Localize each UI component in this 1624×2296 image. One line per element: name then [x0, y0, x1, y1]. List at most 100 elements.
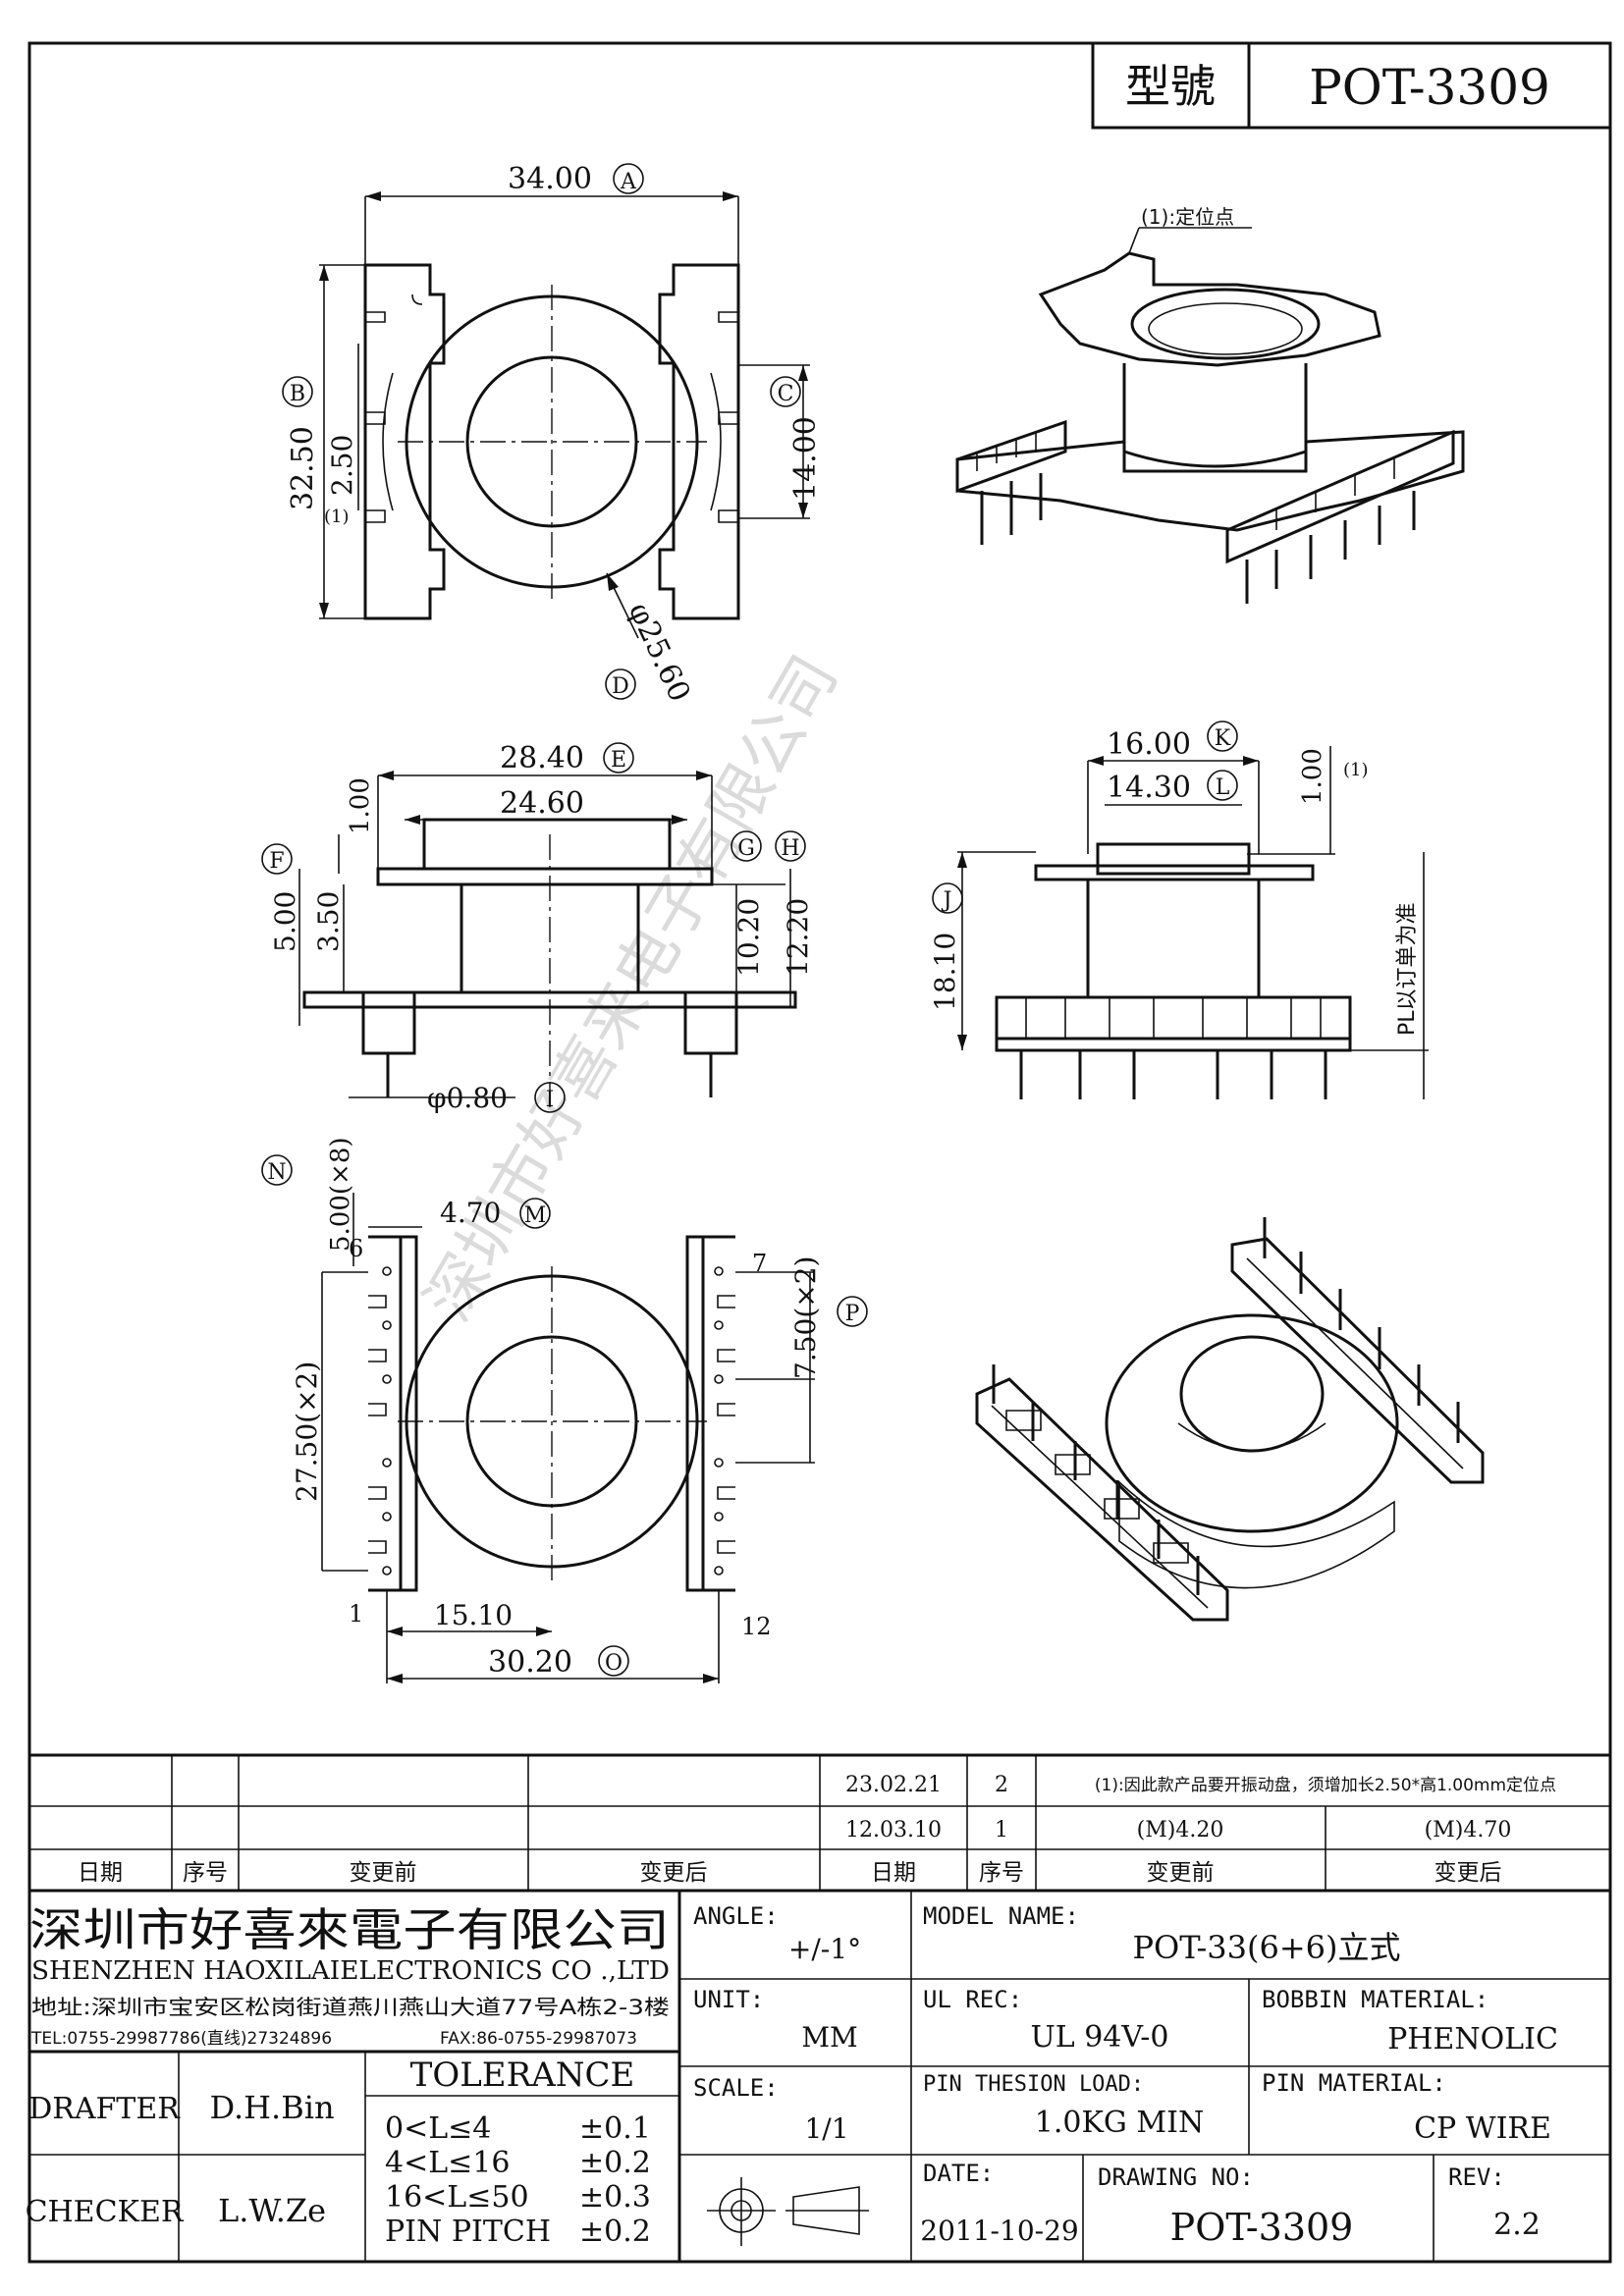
- bobbin-material-value: PHENOLIC: [1387, 2022, 1558, 2056]
- dim-27-50-x2: 27.50(×2): [291, 1362, 323, 1502]
- note-1-front: (1): [1343, 760, 1369, 780]
- callout-L: [1207, 770, 1238, 801]
- pin-load-value: 1.0KG MIN: [1035, 2106, 1204, 2140]
- rev1-no: 1: [995, 1818, 1008, 1842]
- top-view: 34.00 A 32.50 B 2.50 (1): [282, 162, 823, 708]
- rev-header-after-left: 变更后: [640, 1860, 708, 1886]
- date-value: 2011-10-29: [920, 2215, 1078, 2247]
- projection-symbol-icon: [707, 2177, 869, 2246]
- drawing-no-value: POT-3309: [1170, 2206, 1354, 2249]
- rev1-before: (M)4.20: [1137, 1818, 1224, 1842]
- dim-5-00-x8: 5.00(×8): [326, 1137, 355, 1252]
- callout-F-letter: F: [269, 849, 284, 874]
- callout-A-letter: A: [620, 170, 637, 194]
- pin-material-value: CP WIRE: [1414, 2111, 1551, 2146]
- model-name-label: MODEL NAME:: [923, 1902, 1079, 1930]
- callout-A: [613, 163, 644, 194]
- callout-F: [261, 843, 293, 875]
- title-block: 深圳市好喜來電子有限公司 SHENZHEN HAOXILAIELECTRONIC…: [26, 1891, 1610, 2262]
- pin-label-1: 1: [349, 1600, 363, 1628]
- watermark-text: 深圳市好喜来电子有限公司: [412, 644, 852, 1333]
- dim-12-20: 12.20: [782, 898, 814, 977]
- revision-table: 23.02.21 2 (1):因此款产品要开振动盘，须增加长2.50*高1.00…: [29, 1753, 1610, 1893]
- callout-M: [519, 1198, 551, 1229]
- company-fax: FAX:86-0755-29987073: [440, 2029, 637, 2049]
- drafter-label: DRAFTER: [28, 2092, 181, 2126]
- tol-value-2: ±0.2: [579, 2146, 651, 2180]
- drafter-value: D.H.Bin: [209, 2089, 334, 2126]
- ul-rec-label: UL REC:: [923, 1986, 1022, 2013]
- bobbin-material-label: BOBBIN MATERIAL:: [1262, 1986, 1489, 2013]
- scale-value: 1/1: [804, 2112, 848, 2145]
- angle-label: ANGLE:: [693, 1902, 779, 1930]
- dim-32-50: 32.50: [286, 426, 320, 510]
- callout-G: [731, 830, 762, 862]
- dim-1-00-front: 1.00: [1298, 748, 1327, 805]
- scale-label: SCALE:: [693, 2074, 779, 2102]
- callout-E: [603, 742, 634, 774]
- front-view: 16.00 K 14.30 L 1.00 (1) 18.10 J: [929, 721, 1429, 1099]
- company-name-en: SHENZHEN HAOXILAIELECTRONICS CO .,LTD: [31, 1956, 670, 1986]
- callout-K-letter: K: [1215, 726, 1231, 751]
- rev1-date: 12.03.10: [845, 1818, 942, 1842]
- dim-16-00: 16.00: [1107, 727, 1191, 762]
- tolerance-title: TOLERANCE: [410, 2056, 635, 2095]
- callout-C-letter: C: [778, 382, 794, 406]
- dim-phi-25-60: φ25.60: [622, 598, 697, 708]
- iso-view-bottom: [975, 1217, 1485, 1622]
- rev2-change: (1):因此款产品要开振动盘，须增加长2.50*高1.00mm定位点: [1095, 1776, 1556, 1795]
- dim-15-10: 15.10: [434, 1599, 513, 1631]
- locating-point-note: (1):定位点: [1141, 205, 1234, 229]
- rev-value: 2.2: [1493, 2208, 1541, 2242]
- callout-N-letter: N: [267, 1160, 286, 1185]
- callout-O-letter: O: [605, 1651, 623, 1676]
- tol-value-3: ±0.3: [579, 2180, 651, 2215]
- tol-range-1: 0<L≤4: [385, 2111, 491, 2146]
- header-model-box: 型號 POT-3309: [1091, 41, 1612, 130]
- callout-H: [775, 830, 806, 862]
- callout-J-letter: J: [942, 888, 952, 913]
- watermark: 深圳市好喜来电子有限公司: [412, 644, 852, 1333]
- callout-L-letter: L: [1216, 775, 1230, 800]
- dim-28-40: 28.40: [500, 741, 584, 775]
- pin-label-6: 6: [349, 1235, 363, 1262]
- callout-N: [261, 1154, 293, 1186]
- company-address: 地址:深圳市宝安区松岗街道燕川燕山大道77号A栋2-3楼: [31, 1996, 670, 2019]
- rev-header-no-left: 序号: [183, 1860, 228, 1886]
- checker-label: CHECKER: [26, 2195, 185, 2229]
- angle-value: +/-1°: [788, 1933, 861, 1965]
- callout-H-letter: H: [781, 836, 799, 861]
- callout-J: [932, 882, 963, 914]
- dim-14-30: 14.30: [1107, 771, 1191, 805]
- rev1-after: (M)4.70: [1425, 1818, 1512, 1842]
- header-type-label: 型號: [1125, 60, 1216, 113]
- callout-D-letter: D: [612, 674, 629, 699]
- model-name-value: POT-33(6+6)立式: [1132, 1929, 1400, 1966]
- rev-header-before-left: 变更前: [350, 1860, 417, 1886]
- company-name-cn: 深圳市好喜來電子有限公司: [29, 1903, 670, 1956]
- dim-4-70: 4.70: [440, 1197, 501, 1229]
- dim-24-60: 24.60: [500, 786, 584, 821]
- dim-18-10: 18.10: [929, 933, 961, 1011]
- note-1-top: (1): [324, 507, 350, 527]
- pin-label-7: 7: [752, 1250, 767, 1277]
- tol-range-3: 16<L≤50: [385, 2180, 529, 2215]
- rev-header-date-left: 日期: [78, 1860, 123, 1886]
- ul-rec-value: UL 94V-0: [1030, 2020, 1168, 2055]
- pl-note: PL以订单为准: [1395, 902, 1420, 1036]
- sheet-border: [27, 41, 1612, 2264]
- rev-label: REV:: [1448, 2163, 1505, 2191]
- header-model-number: POT-3309: [1309, 59, 1550, 116]
- unit-label: UNIT:: [693, 1986, 764, 2013]
- unit-value: MM: [801, 2021, 857, 2054]
- callout-P-letter: P: [845, 1302, 860, 1326]
- rev-header-no-right: 序号: [979, 1860, 1024, 1886]
- tol-value-1: ±0.1: [579, 2111, 651, 2146]
- callout-P: [837, 1296, 868, 1327]
- dim-2-50: 2.50: [326, 435, 358, 496]
- dim-phi-0-80: φ0.80: [427, 1082, 508, 1114]
- drawing-no-label: DRAWING NO:: [1098, 2163, 1254, 2191]
- callout-D: [605, 668, 636, 700]
- dim-30-20: 30.20: [488, 1645, 572, 1680]
